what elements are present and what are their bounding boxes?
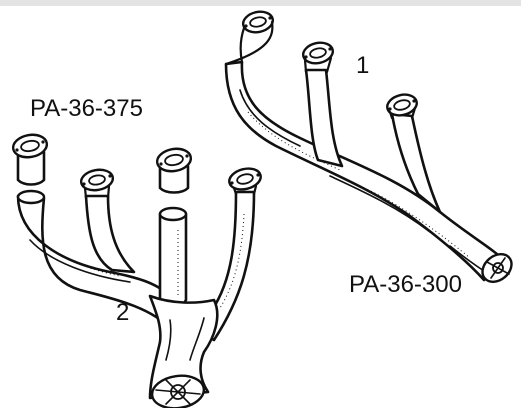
manifold-1-branch-mid <box>304 68 344 168</box>
manifold-2-branch-3 <box>158 212 188 310</box>
manifold-2-trunk <box>148 294 219 400</box>
manifold-1-trunk <box>224 60 508 282</box>
manifold-2-center-opening <box>158 206 188 222</box>
manifold-2-branch-2 <box>84 194 136 274</box>
callout-1: 1 <box>356 52 370 79</box>
loose-flange-center <box>155 147 193 194</box>
manifold-1-flange-right <box>386 93 418 120</box>
top-strip <box>0 0 521 6</box>
manifold-2-branch-right <box>196 190 256 342</box>
part-label-pa-36-300: PA-36-300 <box>349 271 462 298</box>
manifold-1-hatch <box>247 111 471 259</box>
callout-2: 2 <box>116 299 130 326</box>
manifold-2-flange-2 <box>79 168 115 200</box>
manifold-1-flange-mid <box>301 41 335 74</box>
manifold-2 <box>16 167 262 408</box>
manifold-1-flange-left <box>224 10 275 66</box>
manifold-2-flange-right <box>228 167 262 196</box>
loose-flange-left <box>11 133 49 186</box>
manifold-2-hatch <box>23 213 245 309</box>
part-label-pa-36-375: PA-36-375 <box>30 95 143 122</box>
manifold-2-shade <box>29 239 205 361</box>
manifold-2-left-opening <box>16 189 46 205</box>
manifold-1 <box>224 10 513 283</box>
manifold-1-outlet <box>481 253 513 283</box>
manifold-1-branch-right <box>390 112 442 214</box>
